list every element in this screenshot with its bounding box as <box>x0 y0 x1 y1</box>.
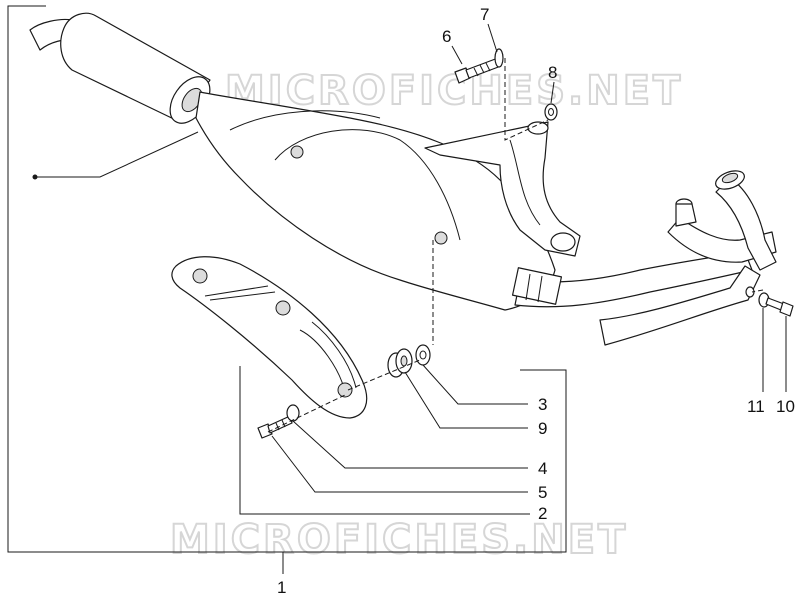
leader-lines <box>32 23 787 515</box>
header-pipes <box>511 170 777 346</box>
callout-1: 1 <box>277 578 286 597</box>
assembly-guides <box>267 58 764 433</box>
nut-8 <box>544 103 558 121</box>
callout-10: 10 <box>776 397 795 416</box>
washer-3 <box>415 344 431 366</box>
callout-6: 6 <box>442 27 451 46</box>
callout-5: 5 <box>538 483 547 502</box>
bolt-10 <box>765 297 794 317</box>
callout-7: 7 <box>480 5 489 24</box>
callout-9: 9 <box>538 419 547 438</box>
washer-4 <box>286 404 300 422</box>
callout-3: 3 <box>538 395 547 414</box>
muffler-canister <box>60 12 211 124</box>
mount-boss-lower <box>434 231 448 245</box>
callout-8: 8 <box>548 63 557 82</box>
watermark-bottom: MICROFICHES.NET <box>170 517 628 563</box>
watermark-top: MICROFICHES.NET <box>225 68 683 114</box>
mount-boss-upper <box>290 145 304 159</box>
heat-shield-frame <box>239 366 530 515</box>
assembly-frame <box>7 5 567 574</box>
callout-labels: 1 2 3 4 5 6 7 8 9 10 11 <box>277 5 795 597</box>
callout-4: 4 <box>538 459 547 478</box>
spacer-9 <box>387 348 413 378</box>
callout-2: 2 <box>538 504 547 523</box>
bolt-6 <box>454 57 502 84</box>
mounting-bracket <box>424 121 581 257</box>
callout-11: 11 <box>747 397 765 416</box>
heat-shield <box>171 256 368 419</box>
washer-7 <box>494 48 504 68</box>
bolt-5 <box>257 415 293 439</box>
